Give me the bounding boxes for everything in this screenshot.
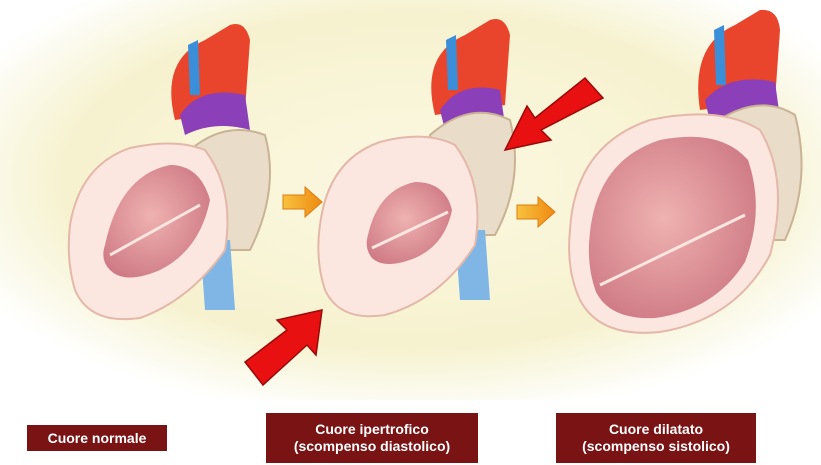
label-cuore-dilatato-subtitle: (scompenso sistolico): [582, 438, 730, 455]
label-cuore-ipertrofico-subtitle: (scompenso diastolico): [294, 438, 450, 455]
label-cuore-ipertrofico-title: Cuore ipertrofico: [315, 421, 429, 438]
label-cuore-normale-text: Cuore normale: [48, 430, 147, 447]
label-cuore-normale: Cuore normale: [27, 425, 167, 451]
label-cuore-ipertrofico: Cuore ipertrofico (scompenso diastolico): [266, 413, 478, 463]
label-cuore-dilatato: Cuore dilatato (scompenso sistolico): [556, 413, 756, 463]
heart-illustration: [0, 0, 821, 400]
label-cuore-dilatato-title: Cuore dilatato: [609, 421, 703, 438]
